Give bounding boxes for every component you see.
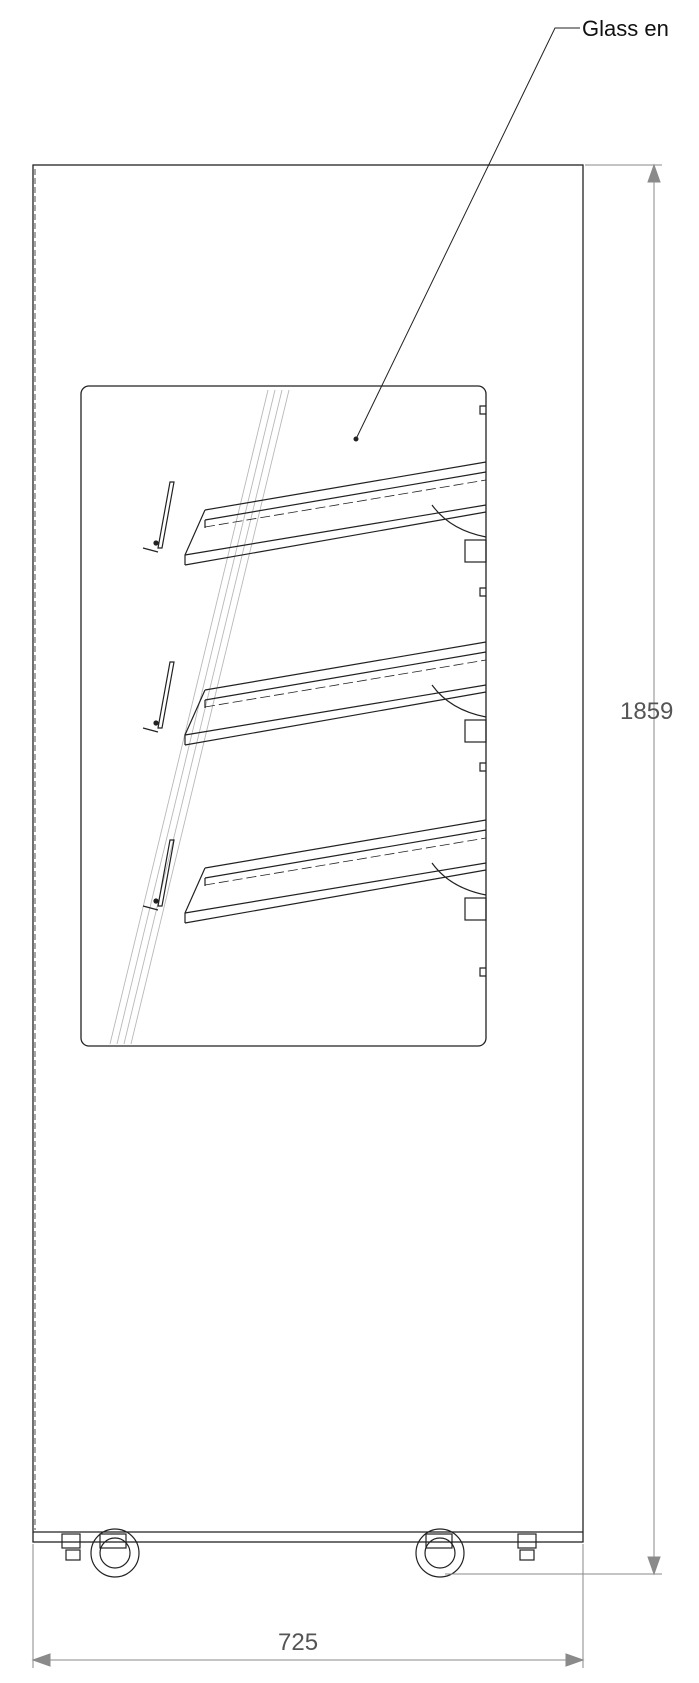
callout-leader [353,27,580,442]
width-dimension [31,1544,585,1668]
height-dimension [445,163,662,1576]
glass-reflection-lines [109,389,290,1045]
shelf-clips [464,405,487,977]
shelf-1 [142,461,487,566]
cabinet-body [32,164,584,1543]
shelf-3 [142,819,487,924]
glass-window [80,385,487,1047]
left-caster [61,1528,140,1578]
shelf-2 [142,641,487,746]
height-dimension-label: 1859 [620,698,673,725]
right-caster [415,1528,537,1578]
callout-label: Glass en [582,16,669,41]
width-dimension-label: 725 [278,1629,318,1656]
